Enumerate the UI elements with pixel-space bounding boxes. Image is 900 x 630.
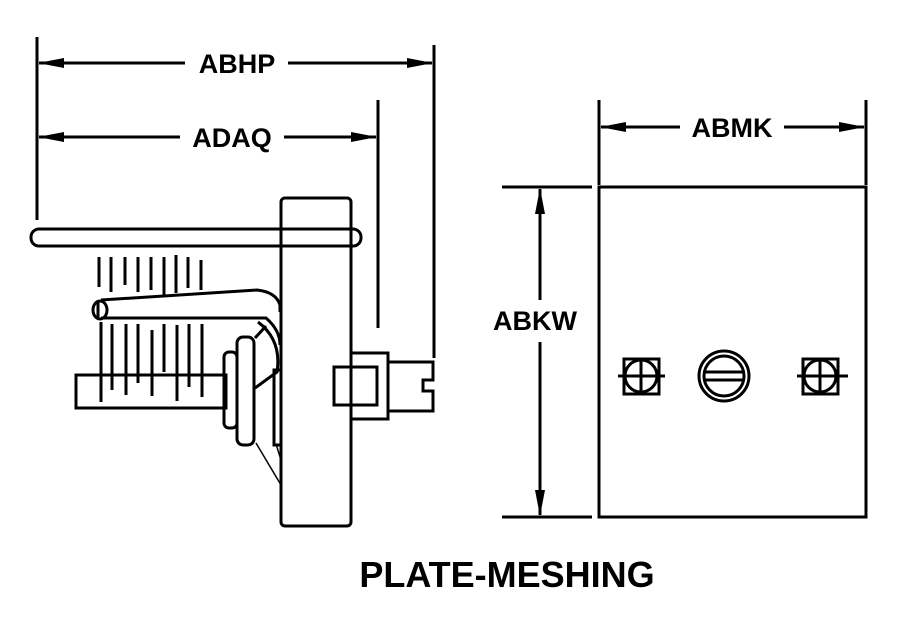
mounting-screw-right bbox=[797, 357, 848, 396]
mounting-screw-left bbox=[618, 357, 665, 396]
diagram-title: PLATE-MESHING bbox=[359, 554, 654, 595]
wire-end bbox=[91, 299, 109, 321]
top-rod bbox=[29, 227, 363, 248]
rotor-plates-lower bbox=[99, 322, 204, 402]
nut bbox=[332, 365, 379, 407]
bent-wire bbox=[100, 288, 282, 312]
side-view bbox=[29, 196, 435, 528]
dimension-abhp: ABHP bbox=[35, 37, 436, 358]
dimension-adaq: ADAQ bbox=[38, 100, 380, 328]
label-abhp: ABHP bbox=[199, 49, 276, 79]
rotor-shaft bbox=[74, 373, 228, 410]
slotted-shaft-end bbox=[388, 360, 435, 413]
front-view bbox=[597, 185, 868, 519]
label-abkw: ABKW bbox=[493, 306, 577, 336]
label-abmk: ABMK bbox=[692, 113, 773, 143]
label-adaq: ADAQ bbox=[192, 123, 272, 153]
spring-clip bbox=[254, 320, 280, 390]
front-plate bbox=[597, 185, 868, 519]
stator-plates-upper bbox=[97, 255, 203, 295]
dimension-abmk: ABMK bbox=[597, 100, 868, 185]
dimension-abkw: ABKW bbox=[480, 185, 592, 519]
adjustment-screw-slotted bbox=[697, 349, 751, 403]
bushing bbox=[349, 351, 390, 421]
washer-large bbox=[235, 335, 256, 447]
